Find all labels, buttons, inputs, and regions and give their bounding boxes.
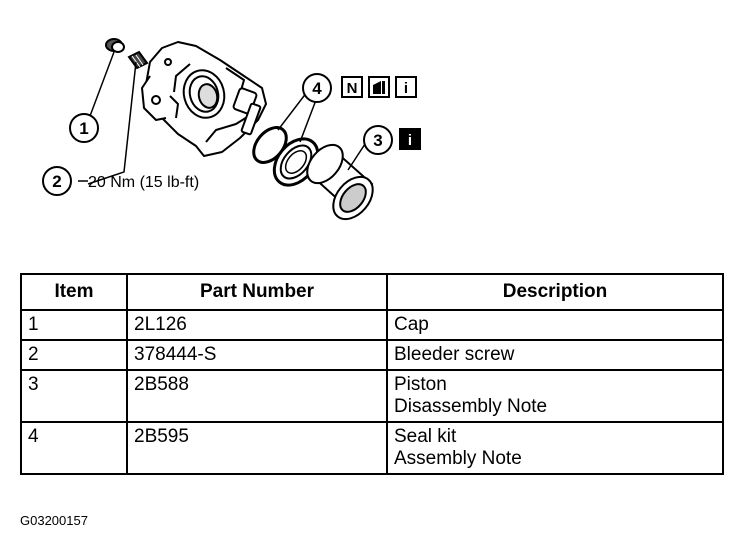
disassembly-note-link[interactable]: Disassembly Note	[394, 396, 548, 417]
lubricate-icon	[368, 76, 390, 98]
cap-part	[105, 38, 125, 53]
new-part-icon: N	[341, 76, 363, 98]
piston-symbols: i	[399, 128, 421, 150]
svg-text:3: 3	[373, 131, 382, 150]
part-number-cell: 2B595	[126, 421, 388, 475]
table-header-row: Item Part Number Description	[20, 273, 724, 311]
info-icon: i	[395, 76, 417, 98]
svg-text:1: 1	[79, 119, 88, 138]
svg-text:i: i	[408, 132, 412, 149]
part-number-cell: 2B588	[126, 369, 388, 423]
figure-id: G03200157	[20, 513, 88, 528]
part-number-cell: 2L126	[126, 309, 388, 341]
bleeder-screw-part	[127, 50, 149, 70]
parts-table: Item Part Number Description 1 2L126 Cap…	[20, 273, 724, 475]
info-icon: i	[399, 128, 421, 150]
seal-kit-symbols: N i	[341, 76, 417, 98]
svg-text:N: N	[347, 80, 358, 97]
header-part-number: Part Number	[126, 273, 388, 311]
svg-text:4: 4	[312, 79, 322, 98]
exploded-caliper-diagram: 1 2 20 Nm (15 lb-ft) 4 3 N i i	[42, 38, 421, 221]
table-row: 3 2B588 Piston Disassembly Note	[20, 369, 724, 423]
assembly-note-link[interactable]: Assembly Note	[394, 448, 522, 469]
svg-text:2: 2	[52, 172, 61, 191]
description-cell: Seal kit Assembly Note	[386, 421, 724, 475]
description-line: Seal kit	[394, 426, 457, 447]
item-cell: 4	[20, 421, 128, 475]
item-cell: 1	[20, 309, 128, 341]
table-row: 2 378444-S Bleeder screw	[20, 339, 724, 371]
torque-spec: 20 Nm (15 lb-ft)	[88, 174, 199, 191]
item-cell: 3	[20, 369, 128, 423]
description-cell: Cap	[386, 309, 724, 341]
description-line: Piston	[394, 374, 447, 395]
description-line: Cap	[394, 314, 429, 335]
callout-4: 4	[302, 73, 332, 103]
svg-text:i: i	[404, 80, 408, 97]
part-number-cell: 378444-S	[126, 339, 388, 371]
description-cell: Piston Disassembly Note	[386, 369, 724, 423]
description-line: Bleeder screw	[394, 344, 515, 365]
description-cell: Bleeder screw	[386, 339, 724, 371]
table-row: 1 2L126 Cap	[20, 309, 724, 341]
callout-2: 2 20 Nm (15 lb-ft)	[42, 166, 199, 196]
header-item: Item	[20, 273, 128, 311]
piston-part	[306, 143, 374, 221]
callout-1: 1	[69, 113, 99, 143]
header-description: Description	[386, 273, 724, 311]
item-cell: 2	[20, 339, 128, 371]
table-row: 4 2B595 Seal kit Assembly Note	[20, 421, 724, 475]
leader-lines	[78, 51, 368, 185]
callout-3: 3	[363, 125, 393, 155]
caliper-housing	[141, 41, 267, 157]
